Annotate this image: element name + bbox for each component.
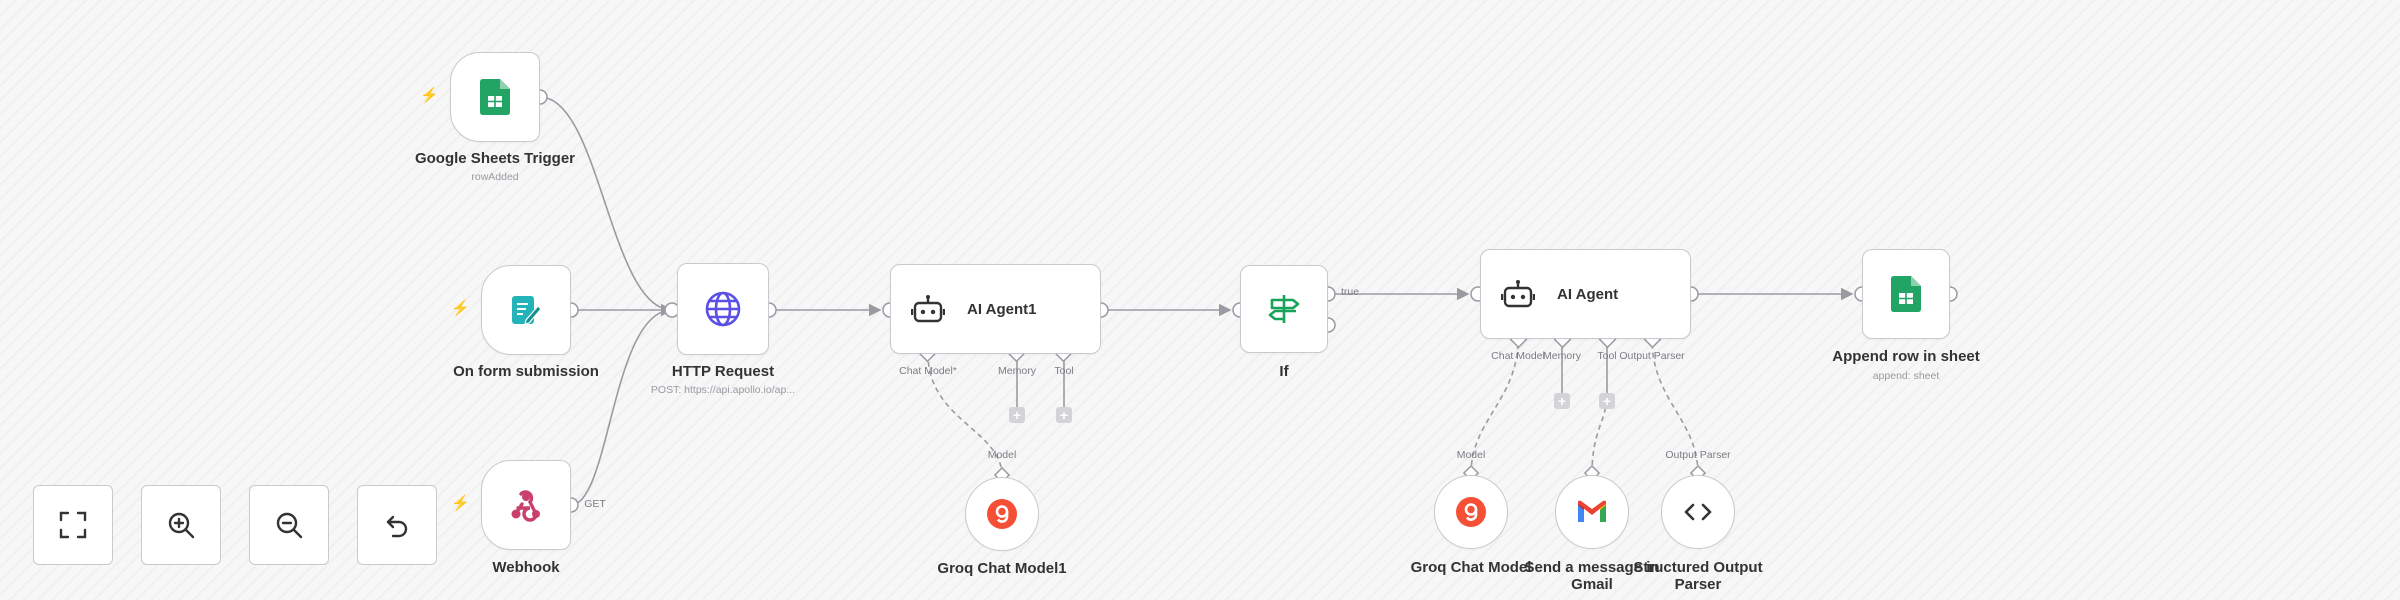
node-subtitle: POST: https://api.apollo.io/ap... — [650, 384, 796, 396]
add-tool-button[interactable]: + — [1599, 393, 1615, 409]
add-memory-button[interactable]: + — [1554, 393, 1570, 409]
node-groq-chat-model[interactable] — [1434, 475, 1508, 549]
node-subtitle: append: sheet — [1872, 370, 1940, 382]
globe-icon — [704, 290, 742, 328]
add-tool-button[interactable]: + — [1056, 407, 1072, 423]
node-http-request[interactable] — [677, 263, 769, 355]
groq-icon — [986, 498, 1018, 530]
node-label: HTTP Request — [671, 363, 775, 380]
code-brackets-icon — [1683, 502, 1713, 522]
reset-zoom-button[interactable] — [357, 485, 437, 565]
node-ai-agent1[interactable]: AI Agent1 — [890, 264, 1101, 354]
node-webhook[interactable] — [481, 460, 571, 550]
node-label: On form submission — [453, 363, 599, 380]
port-label-tool: Tool — [1054, 365, 1074, 377]
node-on-form-submission[interactable] — [481, 265, 571, 355]
input-label-model: Model — [987, 449, 1017, 461]
undo-icon — [382, 510, 412, 540]
node-title: AI Agent1 — [967, 300, 1037, 318]
google-sheets-icon — [1891, 276, 1921, 312]
node-label: Webhook — [492, 559, 560, 576]
zoom-out-icon — [274, 510, 304, 540]
output-label: GET — [584, 498, 606, 510]
trigger-bolt-icon: ⚡ — [451, 495, 470, 512]
node-label: If — [1279, 363, 1289, 380]
fit-view-icon — [58, 510, 88, 540]
webhook-icon — [508, 488, 544, 522]
signpost-icon — [1267, 292, 1301, 326]
port-label-output-parser: Output Parser — [1619, 350, 1685, 362]
add-memory-button[interactable]: + — [1009, 407, 1025, 423]
google-sheets-icon — [480, 79, 510, 115]
port-label-chat-model: Chat Model* — [899, 365, 957, 377]
node-label: Google Sheets Trigger — [414, 150, 576, 167]
output-label-true: true — [1340, 286, 1360, 298]
input-label-output-parser: Output Parser — [1665, 449, 1731, 461]
node-send-message-gmail[interactable] — [1555, 475, 1629, 549]
fit-view-button[interactable] — [33, 485, 113, 565]
zoom-in-icon — [166, 510, 196, 540]
zoom-out-button[interactable] — [249, 485, 329, 565]
trigger-bolt-icon: ⚡ — [451, 300, 470, 317]
node-groq-chat-model1[interactable] — [965, 477, 1039, 551]
robot-icon — [1501, 279, 1535, 309]
robot-icon — [911, 294, 945, 324]
edge-webhook-to-http — [570, 303, 674, 506]
node-if[interactable] — [1240, 265, 1328, 353]
node-label: Groq Chat Model — [1410, 559, 1532, 576]
node-append-row-in-sheet[interactable] — [1862, 249, 1950, 339]
trigger-bolt-icon: ⚡ — [420, 87, 439, 104]
port-label-tool: Tool — [1597, 350, 1617, 362]
port-label-memory: Memory — [1543, 350, 1581, 362]
node-structured-output-parser[interactable] — [1661, 475, 1735, 549]
edge-sheets-to-http — [539, 96, 673, 311]
form-icon — [508, 292, 544, 328]
gmail-icon — [1576, 500, 1608, 524]
node-title: AI Agent — [1557, 285, 1619, 303]
port-label-memory: Memory — [998, 365, 1036, 377]
edge-groq1-to-agent1 — [927, 353, 1003, 477]
input-label-model: Model — [1456, 449, 1486, 461]
node-ai-agent[interactable]: AI Agent — [1480, 249, 1691, 339]
node-label: Groq Chat Model1 — [937, 560, 1067, 577]
port-label-chat-model: Chat Model — [1491, 350, 1545, 362]
node-label: Append row in sheet — [1832, 348, 1980, 365]
groq-icon — [1455, 496, 1487, 528]
node-google-sheets-trigger[interactable] — [450, 52, 540, 142]
zoom-in-button[interactable] — [141, 485, 221, 565]
node-subtitle: rowAdded — [471, 171, 519, 183]
